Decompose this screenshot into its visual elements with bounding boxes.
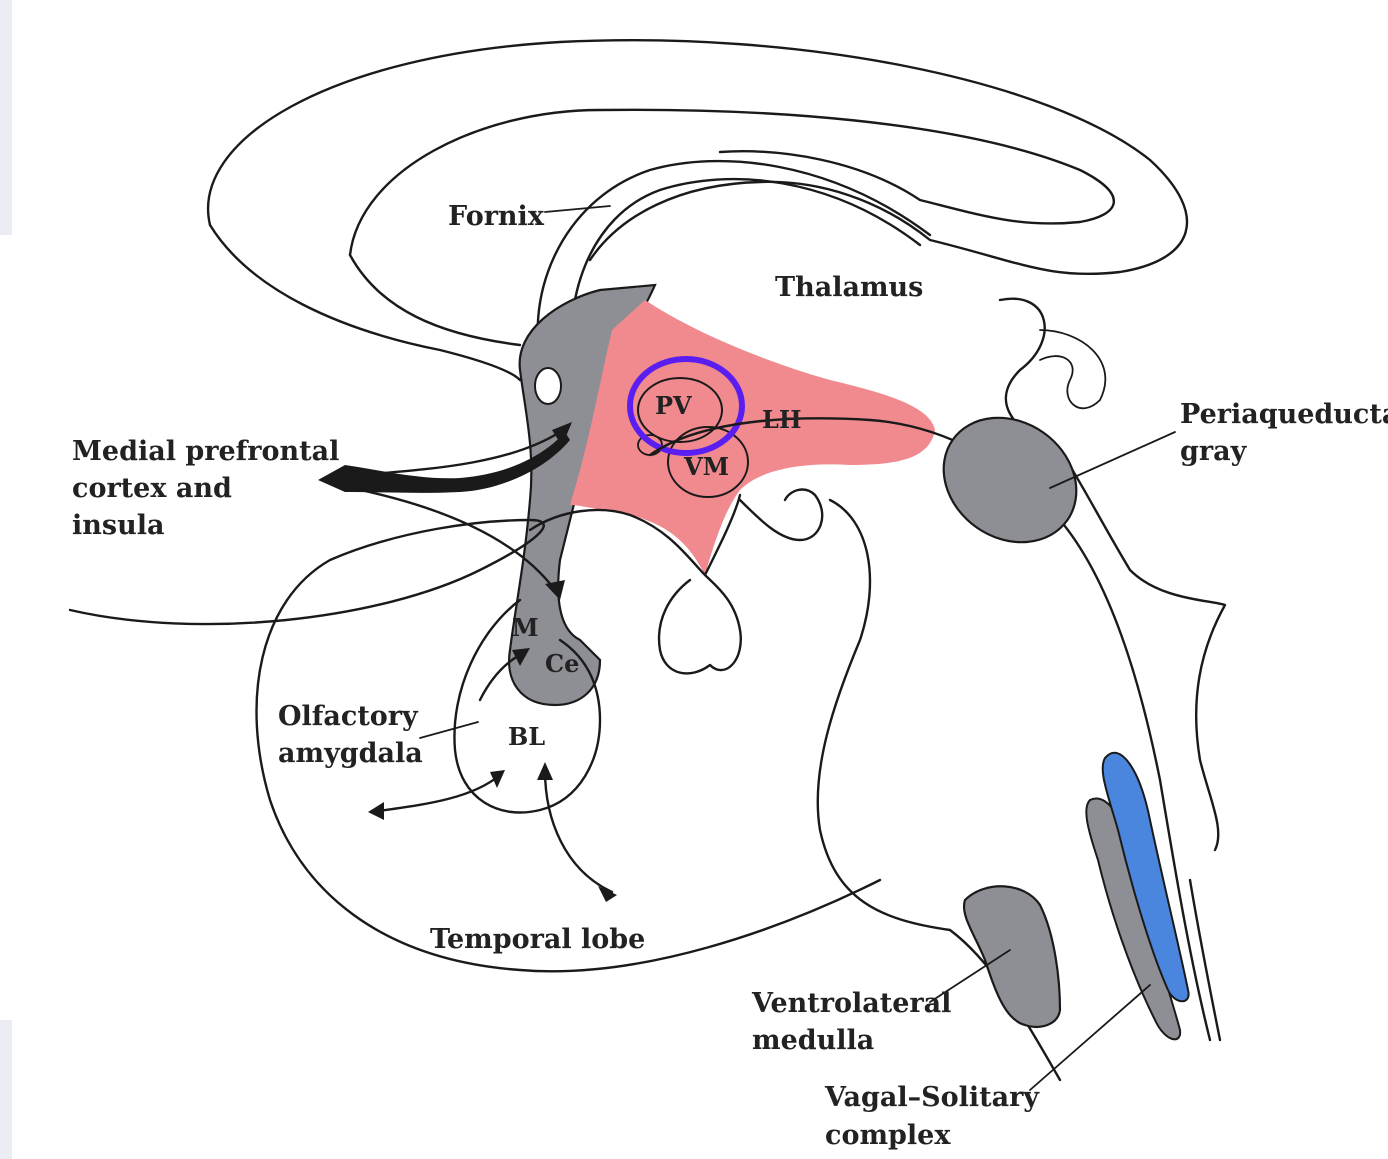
label-olfactory: Olfactory (278, 701, 419, 732)
temporal-lobe (70, 520, 880, 971)
label-vagal-solitary: Vagal–Solitary (824, 1082, 1040, 1113)
corpus-callosum-inner (350, 110, 1114, 255)
label-temporal-lobe: Temporal lobe (430, 924, 645, 955)
olfactory-leader (420, 722, 478, 738)
label-periaqueductal: Periaqueductal (1180, 399, 1388, 430)
label-insula: insula (72, 510, 164, 541)
arrowhead-temporal-up (537, 762, 553, 780)
label-thalamus: Thalamus (775, 272, 923, 303)
cortex-outline (208, 40, 1187, 274)
arrowhead-temporal-down (598, 886, 617, 902)
label-complex: complex (825, 1120, 951, 1151)
periaqueductal-gray (919, 392, 1100, 567)
label-medulla: medulla (752, 1025, 874, 1056)
fourth-ventricle (1040, 330, 1105, 408)
label-medial-prefrontal: Medial prefrontal (72, 436, 339, 467)
label-m: M (512, 613, 539, 642)
arrowhead-temporal-left (368, 802, 384, 820)
hypothalamus-region (570, 300, 935, 575)
fornix-leader (545, 206, 610, 212)
label-lh: LH (762, 405, 802, 434)
label-periaqueductal-gray: gray (1180, 436, 1248, 467)
frontal-inner-arc (350, 255, 520, 345)
label-amygdala: amygdala (278, 738, 423, 769)
label-cortex-and: cortex and (72, 473, 232, 504)
label-fornix: Fornix (448, 201, 545, 232)
label-ventrolateral: Ventrolateral (751, 988, 951, 1019)
pituitary (659, 575, 741, 673)
temporal-arrow-down (545, 770, 612, 892)
label-vm: VM (683, 452, 729, 481)
temporal-arrow-left (372, 775, 500, 812)
frontal-arc (210, 225, 520, 380)
label-pv: PV (655, 391, 692, 420)
label-ce: Ce (545, 649, 579, 678)
arrowhead-temporal-left-2 (490, 770, 505, 788)
mammillary (740, 490, 822, 540)
septal-hole (535, 368, 561, 404)
label-bl: BL (508, 722, 545, 751)
